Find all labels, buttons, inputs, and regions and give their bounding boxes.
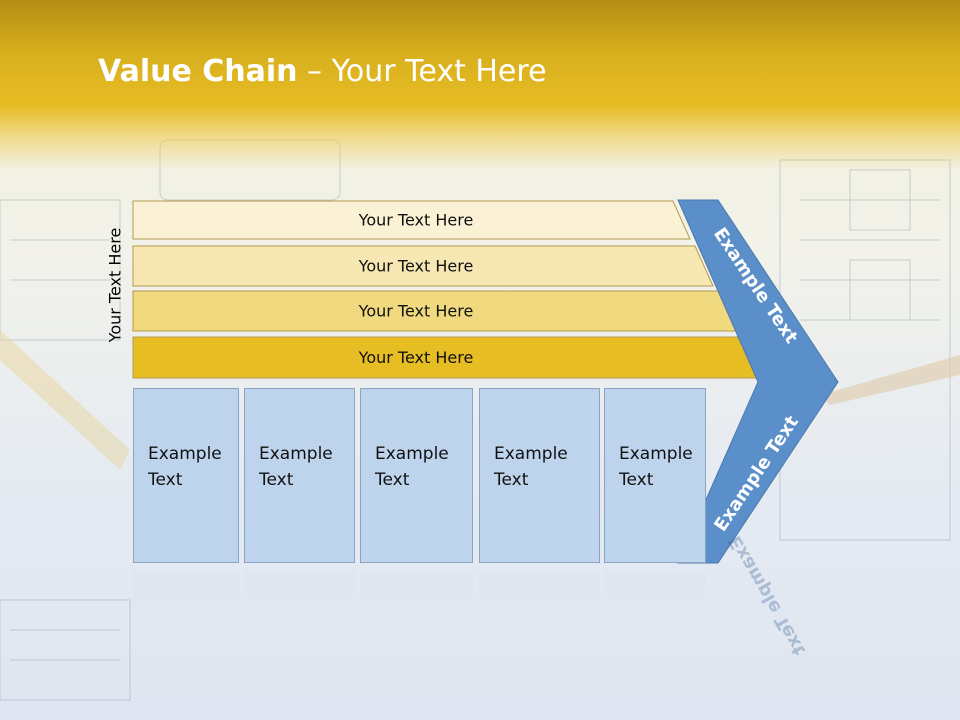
- activity-box-line1: Example: [148, 444, 222, 464]
- title-rest: – Your Text Here: [297, 54, 547, 89]
- bar-shape-2: [132, 245, 714, 287]
- chevron-arrow: [677, 199, 839, 564]
- activity-box-line1: Example: [259, 444, 333, 464]
- activity-box-line2: Text: [494, 470, 529, 490]
- page-title: Value Chain – Your Text Here: [98, 54, 547, 89]
- title-bold: Value Chain: [98, 54, 298, 89]
- activity-box-line2: Text: [619, 470, 654, 490]
- bar-label-4: Your Text Here: [358, 348, 474, 367]
- bar-label-1: Your Text Here: [358, 211, 474, 230]
- bar-shape-1: [132, 200, 691, 240]
- activity-box-line1: Example: [375, 444, 449, 464]
- bar-label-2: Your Text Here: [358, 257, 474, 276]
- bar-label-3: Your Text Here: [358, 302, 474, 321]
- activity-box-line1: Example: [619, 444, 693, 464]
- activity-box-line2: Text: [148, 470, 183, 490]
- header-band: [0, 0, 960, 170]
- activity-box-line1: Example: [494, 444, 568, 464]
- activity-box-line2: Text: [375, 470, 410, 490]
- activity-box-line2: Text: [259, 470, 294, 490]
